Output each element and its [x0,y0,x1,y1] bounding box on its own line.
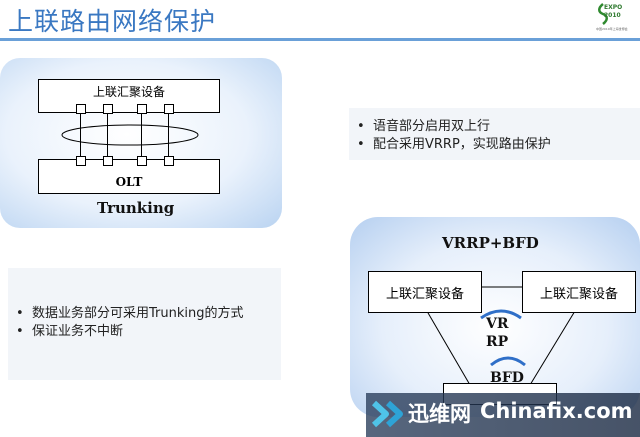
bfd-label: BFD [490,370,524,386]
watermark-en: Chinafix.com [480,399,633,423]
vrrp-left-device: 上联汇聚设备 [368,271,482,313]
voice-note-item: 语音部分启用双上行 [349,118,640,136]
trunk-link [168,111,169,159]
vrrp-title: VRRP+BFD [442,234,539,252]
watermark-bar [366,393,640,437]
vrrp-label-1: VR [486,316,509,332]
top-device-label: 上联汇聚设备 [92,84,165,99]
vrrp-links [423,286,579,386]
data-notes-box: 数据业务部分可采用Trunking的方式 保证业务不中断 [8,268,281,380]
port [76,156,86,166]
logo-line-2: 2010 [604,12,621,19]
chinafix-logo-icon [371,400,403,428]
signal-arc-icon [490,356,526,367]
voice-note-item: 配合采用VRRP，实现路由保护 [349,136,640,154]
data-note-item: 数据业务部分可采用Trunking的方式 [8,305,281,323]
watermark-cn: 迅维网 [408,402,471,426]
port [103,104,113,114]
olt-box: OLT [38,159,220,194]
trunk-link [80,111,81,159]
voice-notes-box: 语音部分启用双上行 配合采用VRRP，实现路由保护 [349,108,640,160]
port [137,104,147,114]
vrrp-right-device-label: 上联汇聚设备 [539,286,618,302]
slide-title: 上联路由网络保护 [8,7,217,36]
trunk-link [107,111,108,159]
vrrp-label-2: RP [486,334,509,350]
trunk-bundle-ellipse [61,124,199,146]
logo-line-1: EXPO [604,4,623,11]
vrrp-right-device: 上联汇聚设备 [522,271,636,313]
olt-label: OLT [115,174,143,189]
vrrp-left-device-label: 上联汇聚设备 [385,286,464,302]
trunking-label: Trunking [97,199,175,217]
top-device-box: 上联汇聚设备 [38,79,220,113]
expo-logo-icon [598,3,608,25]
data-note-item: 保证业务不中断 [8,323,281,341]
port [76,104,86,114]
signal-arc-icon [480,309,522,320]
port [103,156,113,166]
expo-logo: EXPO 2010 中国2010年上海世博会 [594,0,640,36]
trunk-link [141,111,142,159]
port [164,156,174,166]
title-rule [0,38,640,41]
port [164,104,174,114]
port [137,156,147,166]
logo-caption: 中国2010年上海世博会 [596,27,628,31]
